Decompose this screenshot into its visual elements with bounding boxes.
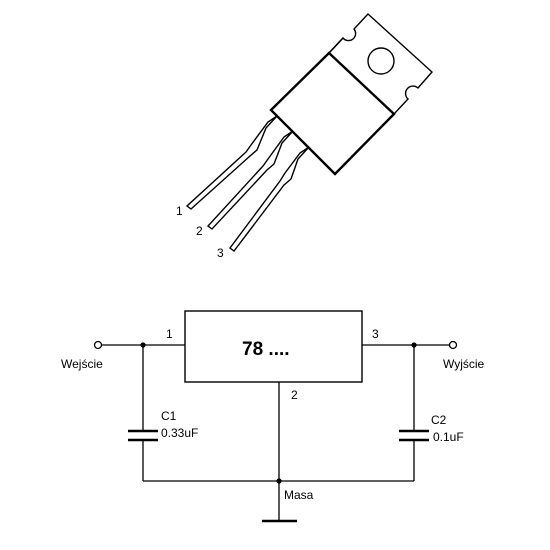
ground-junction <box>276 478 282 484</box>
input-terminal <box>93 340 103 350</box>
capacitor-c1: C1 0.33uF <box>128 345 198 481</box>
regulator-pin-3-label: 3 <box>372 327 379 341</box>
schematic: 78 .... Wejście 1 Wyjście 3 2 C1 0.33uF <box>61 310 485 523</box>
package-heatsink-tab <box>328 13 433 115</box>
package-pin-3-label: 3 <box>217 246 224 260</box>
package-lead-2 <box>206 130 294 230</box>
output-label: Wyjście <box>443 357 485 371</box>
mounting-hole <box>367 47 395 75</box>
package-body <box>269 51 396 176</box>
to220-package: 1 2 3 <box>176 13 433 260</box>
c2-name: C2 <box>431 413 447 427</box>
regulator-pin-1-label: 1 <box>166 327 173 341</box>
c2-value: 0.1uF <box>433 430 464 444</box>
package-pin-1-label: 1 <box>176 204 183 218</box>
capacitor-c2: C2 0.1uF <box>399 345 464 481</box>
regulator-pin-2-label: 2 <box>291 388 298 402</box>
regulator-block <box>184 310 363 383</box>
ground-label: Masa <box>284 488 314 502</box>
input-label: Wejście <box>61 357 103 371</box>
package-pin-2-label: 2 <box>196 224 203 238</box>
package-top-edge <box>328 37 344 54</box>
package-lead-3 <box>229 146 310 252</box>
output-terminal <box>448 340 458 350</box>
c1-name: C1 <box>161 409 177 423</box>
package-lead-1 <box>185 115 278 210</box>
regulator-label: 78 .... <box>242 339 290 360</box>
c1-value: 0.33uF <box>161 426 198 440</box>
